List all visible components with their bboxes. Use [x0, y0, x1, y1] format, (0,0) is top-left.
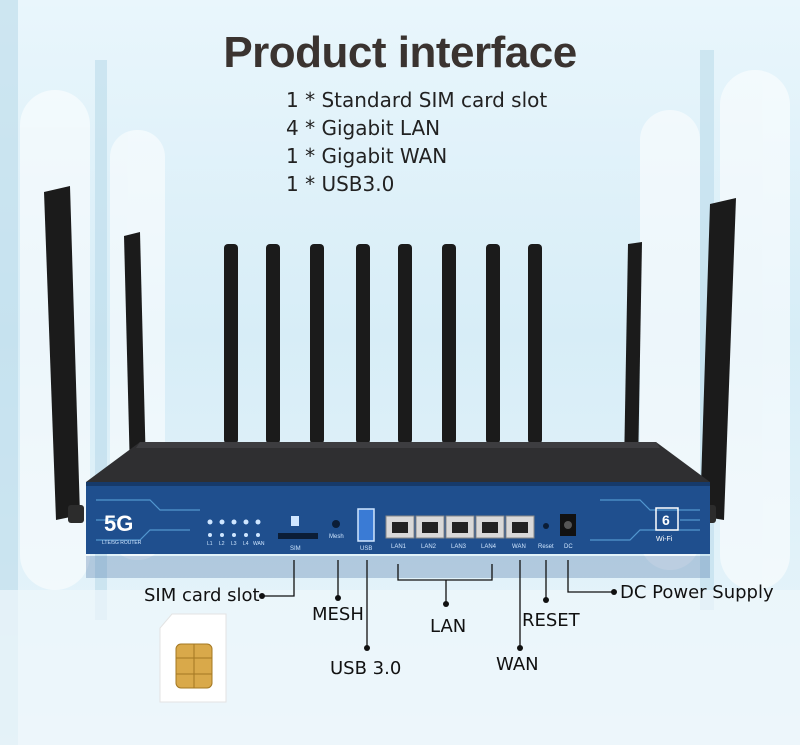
reset-button [543, 523, 549, 529]
led-label: L4 [243, 541, 249, 547]
port-label-mesh: Mesh [329, 534, 344, 540]
port-label-lan1: LAN1 [391, 544, 407, 550]
antenna [442, 244, 456, 444]
antenna [486, 244, 500, 444]
antenna [398, 244, 412, 444]
antenna-hinge [68, 505, 84, 523]
status-led [219, 519, 225, 525]
antenna [124, 232, 146, 472]
led-label: L2 [219, 541, 225, 547]
callout-sim: SIM card slot [144, 585, 260, 606]
status-led [220, 533, 224, 537]
callout-usb: USB 3.0 [330, 658, 402, 679]
antenna [624, 242, 642, 470]
callout-mesh: MESH [312, 604, 364, 625]
sim-slot [278, 533, 318, 539]
status-led [208, 533, 212, 537]
router-logo: 5G [104, 511, 133, 536]
sim-card-icon [159, 613, 227, 703]
callout-dc: DC Power Supply [620, 582, 774, 603]
usb-port [357, 508, 375, 542]
antenna [44, 186, 80, 520]
page-title: Product interface [223, 28, 577, 77]
port-label-reset: Reset [538, 544, 554, 550]
dc-leader-line [567, 560, 614, 593]
status-led [243, 519, 249, 525]
callout-wan: WAN [496, 654, 539, 675]
status-led [255, 519, 261, 525]
callout-reset: RESET [522, 610, 580, 631]
antenna [224, 244, 238, 444]
antenna [356, 244, 370, 444]
feature-list: 1 * Standard SIM card slot 4 * Gigabit L… [286, 86, 547, 198]
led-label: L1 [207, 541, 213, 547]
status-led [232, 533, 236, 537]
feature-item: 4 * Gigabit LAN [286, 116, 441, 140]
status-led [207, 519, 213, 525]
antenna [700, 198, 736, 520]
lan-leader-line [397, 564, 493, 604]
port-label-usb: USB [360, 546, 372, 552]
port-label-wan: WAN [512, 544, 526, 550]
feature-item: 1 * Standard SIM card slot [286, 88, 548, 112]
port-label-dc: DC [564, 544, 573, 550]
led-label: WAN [253, 541, 265, 547]
mesh-button [332, 520, 340, 528]
callout-lan: LAN [430, 616, 467, 637]
antenna [528, 244, 542, 444]
port-label-lan3: LAN3 [451, 544, 467, 550]
sim-slot-icon [291, 516, 299, 526]
wifi6-badge-icon [655, 507, 679, 531]
status-led [244, 533, 248, 537]
port-label-lan2: LAN2 [421, 544, 437, 550]
feature-item: 1 * Gigabit WAN [286, 144, 448, 168]
router-top [86, 442, 710, 482]
port-label-sim: SIM [290, 546, 301, 552]
wifi6-badge: 6 [662, 512, 670, 528]
wifi6-text: Wi-Fi [656, 536, 673, 543]
sim-leader-line [262, 560, 295, 597]
antenna [310, 244, 324, 444]
status-led [231, 519, 237, 525]
status-led [256, 533, 260, 537]
router-logo-sub: LTE/5G ROUTER [102, 540, 142, 546]
feature-item: 1 * USB3.0 [286, 172, 395, 196]
port-label-lan4: LAN4 [481, 544, 497, 550]
led-label: L3 [231, 541, 237, 547]
antenna [266, 244, 280, 444]
